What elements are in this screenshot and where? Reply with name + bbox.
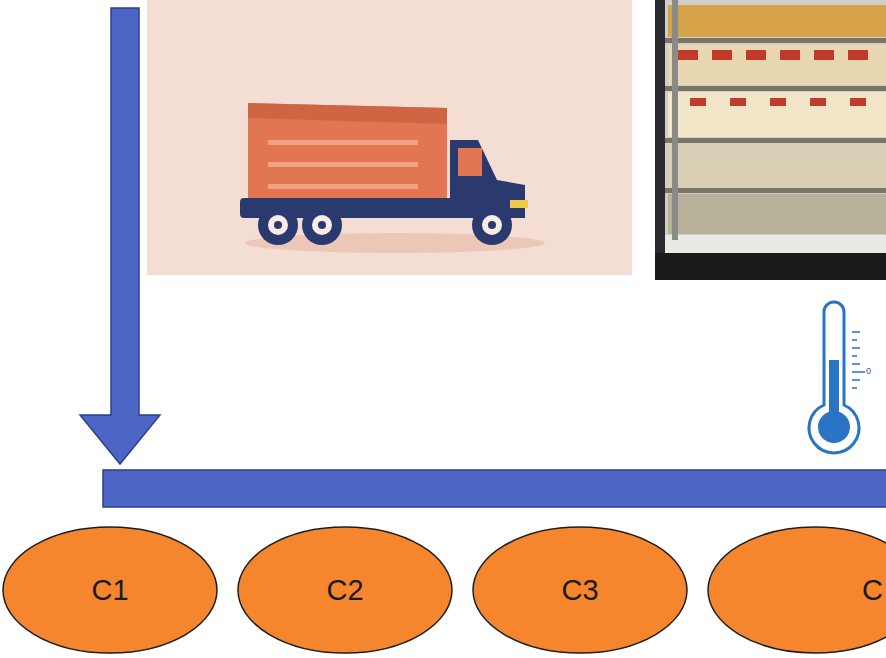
process-ellipse: C1 — [2, 526, 218, 654]
process-ellipse: C — [707, 526, 886, 654]
ellipse-shape — [707, 526, 886, 654]
process-ellipse: C3 — [472, 526, 688, 654]
thermometer-icon — [809, 302, 865, 453]
node-label: C3 — [472, 526, 688, 654]
truck-icon — [240, 103, 528, 245]
flow-arrow — [80, 8, 160, 464]
node-label: C — [862, 526, 883, 654]
scale-mark: 0 — [866, 366, 871, 376]
node-label: C1 — [2, 526, 218, 654]
fridge-photo — [655, 0, 886, 280]
flow-bar — [103, 470, 886, 507]
node-label: C2 — [237, 526, 453, 654]
truck-panel — [147, 0, 632, 275]
process-ellipse: C2 — [237, 526, 453, 654]
